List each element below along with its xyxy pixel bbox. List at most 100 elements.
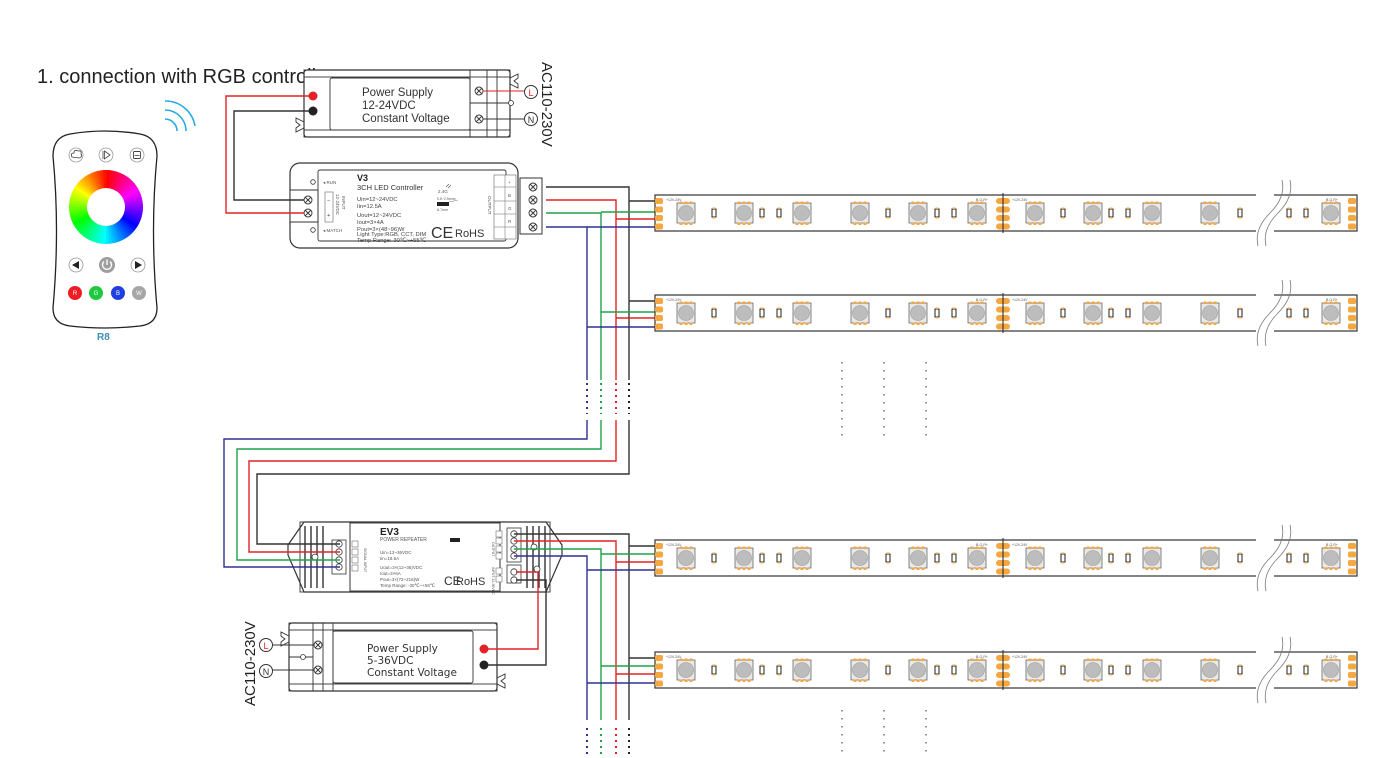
scene-icon: [70, 149, 83, 159]
rgb-led-chip: [734, 658, 754, 682]
controller-spec: Uout=12~24VDC: [357, 213, 401, 219]
wire-v3-red: [546, 199, 617, 380]
solder-pad: [655, 655, 663, 661]
color-button-r[interactable]: R: [68, 286, 82, 300]
strip-pad-label: +12V-24V: [1012, 198, 1028, 202]
strip-pad-label: +12V-24V: [1012, 655, 1028, 659]
rgb-led-chip: [734, 301, 754, 325]
wire-spec-1: 0.5~2.5mm²: [437, 197, 457, 201]
dc-negative-terminal-2: [479, 660, 489, 670]
dc-positive-terminal: [308, 91, 318, 101]
rgb-led-chip: [967, 546, 987, 570]
resistor: [885, 552, 891, 564]
rgb-led-chip: [676, 546, 696, 570]
resistor: [1125, 307, 1131, 319]
wire-psu1-positive: [225, 95, 309, 214]
wireless-signal-icon: [164, 100, 196, 132]
led-strips: +12V-24V+12V-24VB-G-R+B-G-R++12V-24V+12V…: [654, 179, 1358, 704]
solder-pad: [655, 306, 663, 313]
play-mode-button[interactable]: [98, 147, 114, 163]
save-button[interactable]: [129, 147, 145, 163]
ev3-repeater: SIGNAL INPUT EV3 POWER REPEATER Uin=12~3…: [287, 521, 563, 595]
power-button[interactable]: [99, 257, 115, 273]
wire-v3-blue: [546, 226, 588, 380]
solder-pad: [655, 680, 663, 687]
rgb-led-chip: [676, 658, 696, 682]
scene-button[interactable]: [68, 147, 84, 163]
solder-pad: [1348, 543, 1356, 549]
wire-v3-green: [546, 212, 602, 380]
strip-pad-label: +12V-24V: [1012, 298, 1028, 302]
repeater-rohs-mark: RoHS: [456, 576, 485, 588]
resistor: [934, 664, 940, 676]
repeater-spec: Iin=18.5A: [380, 556, 399, 561]
rgb-led-chip: [1200, 301, 1220, 325]
resistor: [1108, 664, 1114, 676]
resistor: [951, 207, 957, 219]
resistor: [1237, 552, 1243, 564]
repeater-subtitle: POWER REPEATER: [380, 537, 427, 543]
strip-pad-label: +12V-24V: [666, 543, 682, 547]
controller-model: V3: [357, 173, 368, 183]
rgb-led-chip: [1142, 658, 1162, 682]
solder-pad: [1348, 323, 1356, 330]
repeater-spec: Temp Range: -30℃~+55℃: [380, 583, 436, 588]
color-button-g[interactable]: G: [89, 286, 103, 300]
psu2-voltage: 5-36VDC: [367, 655, 413, 667]
color-button-label: B: [116, 291, 120, 297]
output-row-label: B: [508, 193, 511, 198]
solder-pad: [655, 672, 663, 678]
right-button[interactable]: [130, 257, 146, 273]
resistor: [1060, 664, 1066, 676]
resistor: [776, 664, 782, 676]
rgb-led-chip: [1083, 301, 1103, 325]
solder-pad: [1348, 568, 1356, 575]
color-button-w[interactable]: W: [132, 286, 146, 300]
neutral-label: N: [528, 115, 535, 125]
right-arrow-icon: [135, 261, 142, 269]
resistor: [1303, 307, 1309, 319]
resistor: [1125, 664, 1131, 676]
diagram-heading: 1. connection with RGB controller: [37, 66, 334, 88]
rgb-led-chip: [1083, 546, 1103, 570]
strip-pad-label: +12V-24V: [666, 198, 682, 202]
rgb-led-chip: [850, 201, 870, 225]
wire-to-ev3-red: [248, 420, 617, 553]
solder-pad: [655, 560, 663, 566]
left-button[interactable]: [68, 257, 84, 273]
rgb-led-chip: [676, 301, 696, 325]
repeater-spec: Pout=3×(72~216)W: [380, 577, 420, 582]
rgb-led-chip: [1200, 658, 1220, 682]
resistor: [1286, 664, 1292, 676]
psu1-title: Power Supply: [362, 87, 433, 99]
strip-pad-label: +12V-24V: [1012, 543, 1028, 547]
psu2-type: Constant Voltage: [367, 667, 457, 679]
wire-strip-icon: [450, 538, 460, 542]
color-wheel-center: [87, 188, 125, 226]
rgb-led-chip: [1321, 201, 1341, 225]
resistor: [1060, 207, 1066, 219]
input-minus: −: [327, 198, 331, 204]
match-button[interactable]: ◂ MATCH: [323, 228, 342, 233]
rgb-led-chip: [792, 201, 812, 225]
solder-pad: [655, 323, 663, 330]
rgb-led-chip: [1200, 546, 1220, 570]
rgb-led-chip: [1321, 658, 1341, 682]
rgb-led-chip: [676, 201, 696, 225]
resistor: [776, 307, 782, 319]
power-icon: [101, 259, 113, 270]
live-label: L: [528, 88, 533, 98]
color-button-b[interactable]: B: [111, 286, 125, 300]
rgb-led-chip: [792, 658, 812, 682]
repeater-ce-mark: CE: [444, 574, 461, 588]
neutral-label-2: N: [263, 667, 270, 677]
solder-pad: [1348, 206, 1356, 213]
psu1-type: Constant Voltage: [362, 113, 450, 125]
resistor: [1303, 664, 1309, 676]
solder-pad: [1348, 672, 1356, 678]
controller-spec: Iin=12.5A: [357, 204, 382, 210]
repeater-spec: Uout=3×(12~36)VDC: [380, 565, 423, 570]
